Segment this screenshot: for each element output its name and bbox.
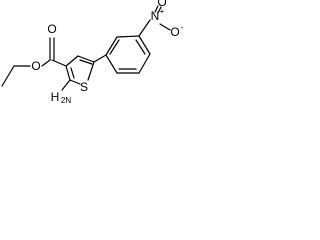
- phenyl-bond-3-inner: [135, 39, 146, 55]
- ester-oxygen-label: O: [31, 59, 40, 73]
- amino-nitrogen-label: H: [51, 90, 60, 104]
- phenyl-bond-6: [105, 54, 118, 74]
- thiophene-c2-c3-double-bond-outer: [65, 65, 71, 81]
- ethyl-methyl-bond: [1, 65, 15, 87]
- thiophene-s-c2-bond: [69, 79, 81, 85]
- thiophene-c4-c5-double-bond-inner: [79, 59, 93, 65]
- thiophene-c5-s-bond: [87, 61, 95, 81]
- nitro-oxygen-charge-label: -: [181, 23, 184, 32]
- nitro-nitrogen-label: N: [151, 9, 160, 23]
- nitro-n-o-double-bond-1: [154, 5, 159, 13]
- amino-subscript-label: 2N: [61, 96, 71, 105]
- chemical-structure: O O S H 2N N + O - O: [1, 0, 184, 105]
- phenyl-bond-3: [138, 35, 151, 55]
- nitro-oxygen-label: O: [170, 25, 179, 39]
- carbonyl-to-thiophene-bond: [51, 59, 67, 67]
- nitro-nitrogen-charge-label: +: [160, 7, 165, 16]
- nitro-oxygen-2-label: O: [157, 0, 166, 9]
- phenyl-bond-2: [116, 35, 140, 38]
- phenyl-bond-1-inner: [109, 39, 120, 55]
- thiophene-sulfur-label: S: [80, 80, 88, 94]
- c2-to-amino-bond: [61, 79, 71, 91]
- phenyl-bond-1: [105, 36, 118, 56]
- carbonyl-oxygen-label: O: [47, 22, 56, 36]
- thiophene-c2-c3-double-bond-inner: [70, 67, 75, 79]
- phenyl-bond-4: [138, 53, 151, 74]
- nitro-n-o-double-bond-2: [157, 6, 162, 14]
- nitro-n-o-single-bond: [159, 23, 171, 31]
- thiophene-c3-c4-bond: [65, 55, 79, 67]
- thiophene-to-phenyl-bond: [93, 54, 107, 63]
- phenyl-to-nitro-bond: [138, 19, 151, 37]
- thiophene-c4-c5-double-bond-outer: [77, 55, 95, 63]
- ester-o-to-carbonyl-carbon-bond: [41, 59, 51, 67]
